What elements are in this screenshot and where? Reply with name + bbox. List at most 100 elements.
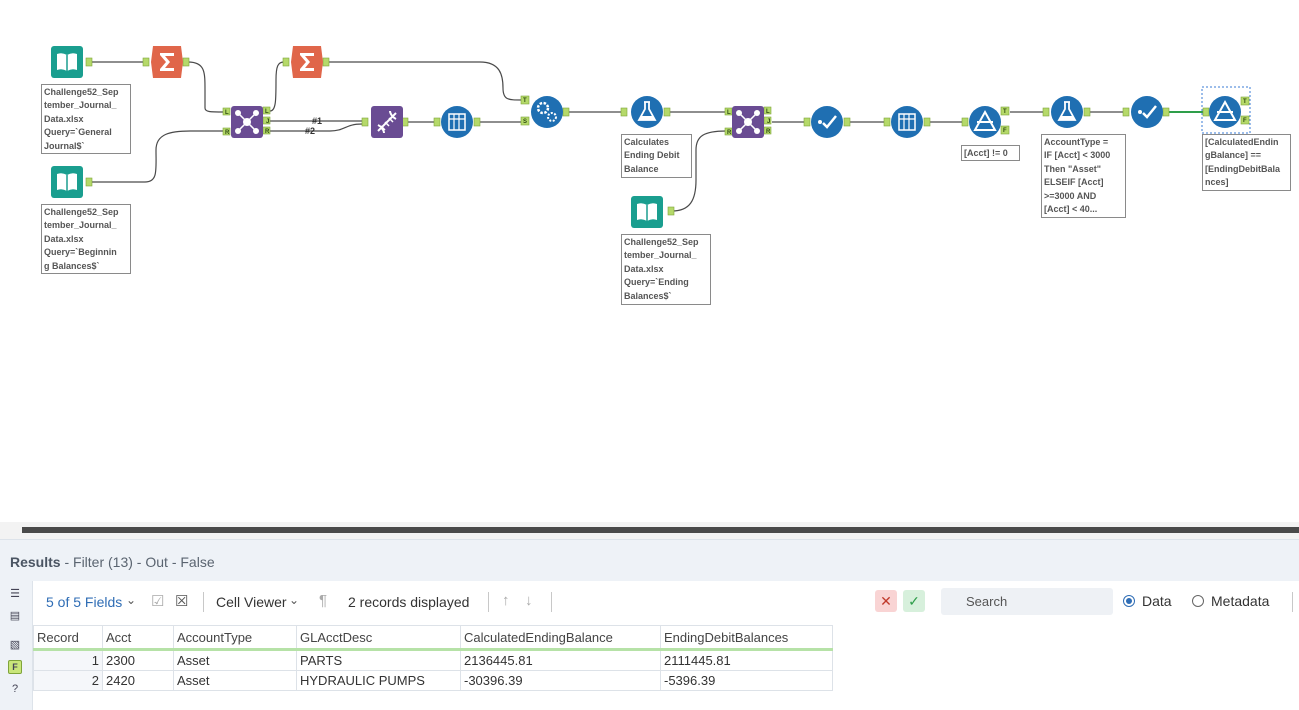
results-grid[interactable]: Record Acct AccountType GLAcctDesc Calcu… <box>33 625 833 691</box>
acct-cell[interactable]: 2300 <box>102 649 174 671</box>
flask-icon <box>631 96 663 128</box>
records-count: 2 records displayed <box>348 594 470 610</box>
endingdebitbalances-cell[interactable]: -5396.39 <box>660 670 833 691</box>
sigma-icon <box>151 46 183 78</box>
metadata-radio[interactable] <box>1192 595 1204 607</box>
svg-text:F: F <box>1003 128 1007 134</box>
svg-text:R: R <box>766 129 771 135</box>
clear-filter-button[interactable]: ✕ <box>875 590 897 612</box>
filter-output-icon[interactable]: F <box>8 660 22 674</box>
endingdebitbalances-cell[interactable]: 2111445.81 <box>660 649 833 671</box>
append-fields-tool[interactable] <box>530 95 564 129</box>
input-data-tool-2[interactable] <box>50 165 84 199</box>
data-icon[interactable]: ▧ <box>9 639 21 651</box>
summarize-tool-1[interactable] <box>150 45 184 79</box>
summarize-tool-2[interactable] <box>290 45 324 79</box>
filter-tool-1[interactable] <box>968 105 1002 139</box>
glacctdesc-cell[interactable]: HYDRAULIC PUMPS <box>296 670 461 691</box>
filter-tool-2[interactable] <box>1208 95 1242 129</box>
filter-icon <box>969 106 1001 138</box>
svg-text:L: L <box>727 110 731 116</box>
select-tool-1[interactable] <box>440 105 474 139</box>
record-cell[interactable]: 1 <box>33 649 103 671</box>
column-header-acct[interactable]: Acct <box>102 625 174 651</box>
chevron-down-icon[interactable]: ⌄ <box>289 593 300 607</box>
svg-text:R: R <box>225 130 230 136</box>
column-header-glacctdesc[interactable]: GLAcctDesc <box>296 625 461 651</box>
toolbar-divider <box>203 592 204 612</box>
table-icon[interactable]: ▤ <box>9 610 21 622</box>
results-title-bold: Results <box>10 554 61 570</box>
results-title-path: - Filter (13) - Out - False <box>60 554 215 570</box>
formula-tool-1[interactable] <box>630 95 664 129</box>
fields-dropdown[interactable]: 5 of 5 Fields <box>46 594 123 610</box>
metadata-radio-label[interactable]: Metadata <box>1211 593 1270 609</box>
search-input[interactable]: Search <box>941 588 1113 615</box>
record-cell[interactable]: 2 <box>33 670 103 691</box>
formula1-annotation: Calculates Ending Debit Balance <box>621 134 692 178</box>
filter2-annotation: [CalculatedEndin gBalance] == [EndingDeb… <box>1202 134 1291 191</box>
book-icon <box>631 196 663 228</box>
data-radio-label[interactable]: Data <box>1142 593 1172 609</box>
column-header-endingdebitbalances[interactable]: EndingDebitBalances <box>660 625 833 651</box>
calculatedendingbalance-cell[interactable]: 2136445.81 <box>460 649 661 671</box>
gears-icon <box>531 96 563 128</box>
input1-annotation: Challenge52_Sep tember_Journal_ Data.xls… <box>41 84 131 154</box>
pilcrow-icon[interactable]: ¶ <box>319 592 328 609</box>
results-title: Results - Filter (13) - Out - False <box>10 554 215 570</box>
wire-label-2: #2 <box>305 126 316 136</box>
panel-splitter[interactable] <box>22 527 1299 533</box>
select-columns-icon <box>441 106 473 138</box>
accounttype-cell[interactable]: Asset <box>173 649 297 671</box>
select-tool-3[interactable] <box>890 105 924 139</box>
join-tool-2[interactable] <box>731 105 765 139</box>
table-row[interactable]: 2 2420 Asset HYDRAULIC PUMPS -30396.39 -… <box>33 670 833 691</box>
apply-filter-button[interactable]: ✓ <box>903 590 925 612</box>
wire-summarize1-join1 <box>187 61 225 113</box>
select-tool-2[interactable] <box>810 105 844 139</box>
union-tool[interactable] <box>370 105 404 139</box>
glacctdesc-cell[interactable]: PARTS <box>296 649 461 671</box>
list-icon[interactable]: ☰ <box>10 588 20 600</box>
arrow-up-icon[interactable]: ↑ <box>502 592 510 609</box>
wire-join1-summarize2 <box>269 61 285 112</box>
chevron-down-icon[interactable]: ⌄ <box>126 593 137 607</box>
join-tool-1[interactable] <box>230 105 264 139</box>
sigma-icon <box>291 46 323 78</box>
help-icon[interactable]: ? <box>11 683 19 695</box>
wire-label-1: #1 <box>312 116 323 126</box>
data-radio[interactable] <box>1123 595 1135 607</box>
selection-box <box>1201 86 1251 134</box>
svg-text:J: J <box>767 119 770 125</box>
checklist-icon[interactable]: ☑ <box>151 593 165 610</box>
column-header-record[interactable]: Record <box>33 625 103 651</box>
column-header-accounttype[interactable]: AccountType <box>173 625 297 651</box>
svg-text:S: S <box>523 119 527 125</box>
formula-tool-2[interactable] <box>1050 95 1084 129</box>
calculatedendingbalance-cell[interactable]: -30396.39 <box>460 670 661 691</box>
checkmark-icon <box>1131 96 1163 128</box>
input2-annotation: Challenge52_Sep tember_Journal_ Data.xls… <box>41 204 131 274</box>
svg-text:L: L <box>265 109 269 115</box>
svg-text:T: T <box>1003 109 1007 115</box>
acct-cell[interactable]: 2420 <box>102 670 174 691</box>
input-data-tool-3[interactable] <box>630 195 664 229</box>
cell-viewer-dropdown[interactable]: Cell Viewer <box>216 594 287 610</box>
wire-summarize2-append <box>328 61 523 101</box>
table-row[interactable]: 1 2300 Asset PARTS 2136445.81 2111445.81 <box>33 649 833 671</box>
svg-text:T: T <box>523 98 527 104</box>
select-tool-4[interactable] <box>1130 95 1164 129</box>
input-data-tool-1[interactable] <box>50 45 84 79</box>
input3-annotation: Challenge52_Sep tember_Journal_ Data.xls… <box>621 234 711 305</box>
join-icon <box>732 106 764 138</box>
arrow-down-icon[interactable]: ↓ <box>525 592 533 609</box>
wire-input3-join2 <box>671 130 727 212</box>
deselect-icon[interactable]: ☒ <box>175 593 189 610</box>
svg-text:R: R <box>265 129 270 135</box>
svg-text:J: J <box>266 119 269 125</box>
toolbar-divider <box>551 592 552 612</box>
column-header-calculatedendingbalance[interactable]: CalculatedEndingBalance <box>460 625 661 651</box>
accounttype-cell[interactable]: Asset <box>173 670 297 691</box>
filter1-annotation: [Acct] != 0 <box>961 145 1020 161</box>
